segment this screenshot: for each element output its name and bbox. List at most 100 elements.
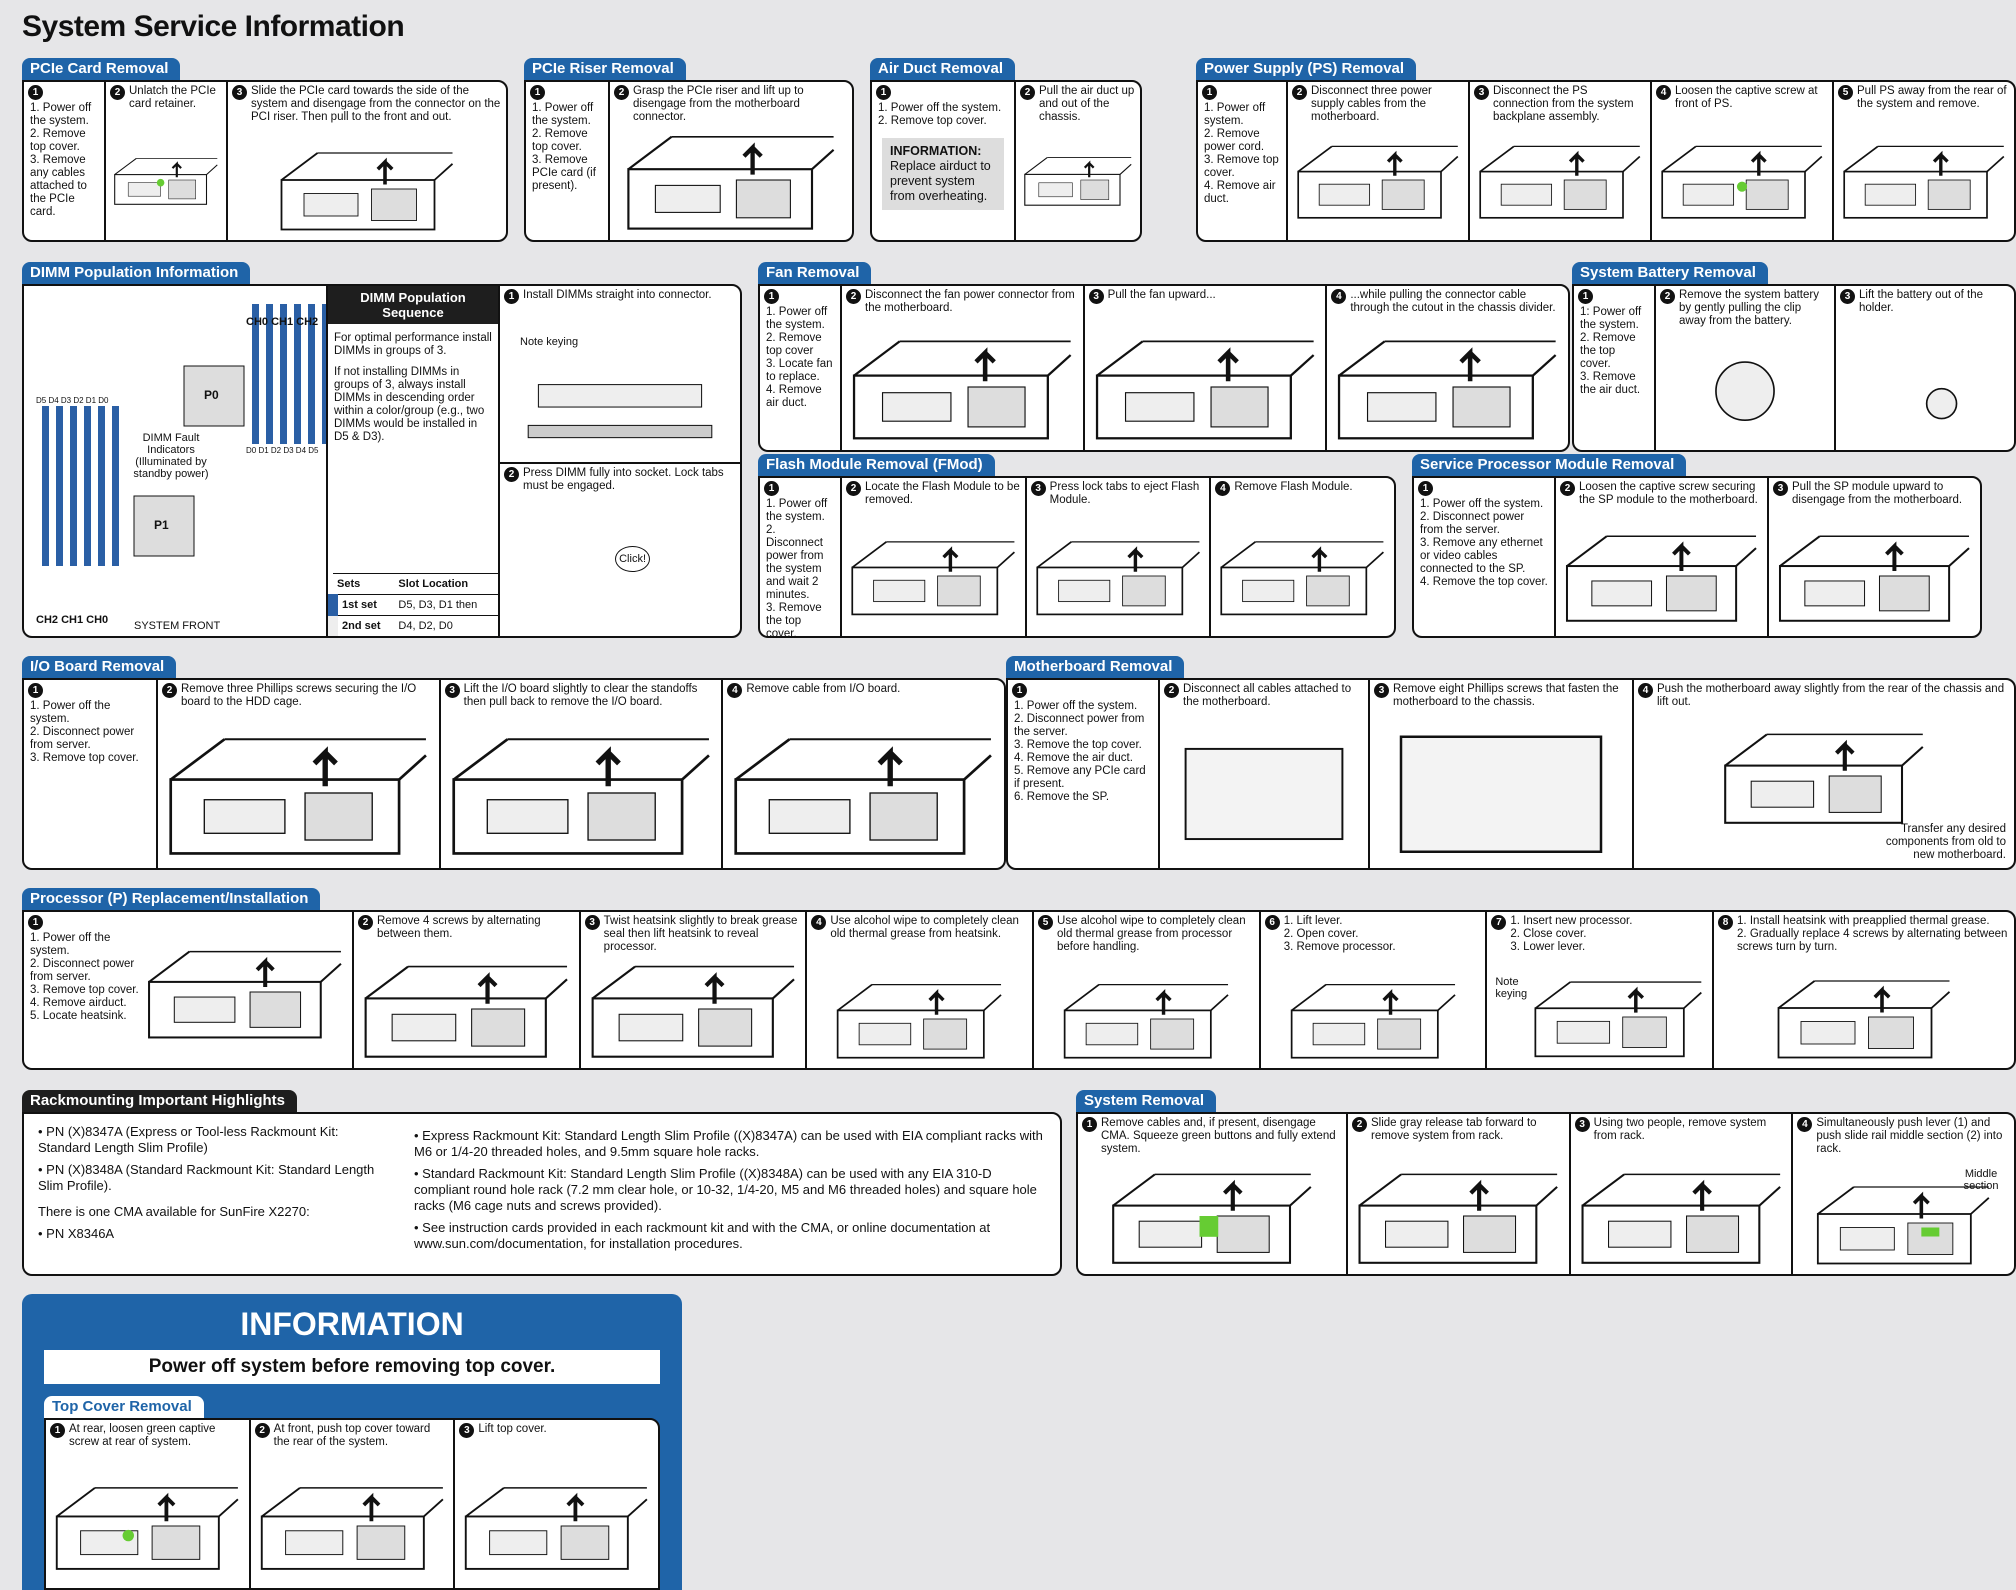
step-number: 3 (459, 1423, 475, 1438)
dimm-insert-illustration (506, 354, 734, 456)
step-text: Pull PS away from the rear of the system… (1857, 85, 2007, 110)
step-number: 2 (846, 481, 861, 496)
battery-removal: System Battery Removal 1 1: Power off th… (1572, 262, 2016, 452)
step-text: Remove cables and, if present, disengage… (1101, 1117, 1336, 1155)
step-text: Slide gray release tab forward to remove… (1371, 1117, 1537, 1142)
step-number: 1 (1418, 481, 1433, 496)
step-text: At rear, loosen green captive screw at r… (69, 1423, 216, 1448)
step-text: Pull the fan upward... (1107, 289, 1216, 301)
step-number: 2 (110, 85, 125, 100)
step-text: Disconnect all cables attached to the mo… (1183, 683, 1352, 708)
step-number: 3 (232, 85, 247, 100)
step-number: 8 (1718, 915, 1734, 930)
step-number: 2 (1020, 85, 1035, 100)
step-number: 1 (28, 915, 43, 930)
mb-screws-illustration (1376, 724, 1626, 862)
battery-title: System Battery Removal (1572, 262, 1768, 284)
step-text: Using two people, remove system from rac… (1593, 1117, 1767, 1142)
step-text: 1. Power off the system. 2. Disconnect p… (30, 932, 139, 1022)
step-number: 2 (358, 915, 373, 930)
transfer-note: Transfer any desired components from old… (1885, 823, 2006, 861)
system-removal-title: System Removal (1076, 1090, 1217, 1112)
slots-left: D5 D4 D3 D2 D1 D0 (36, 396, 109, 405)
step-text: Unlatch the PCIe card retainer. (129, 85, 216, 110)
step-number: 2 (162, 683, 177, 698)
step-text: ...while pulling the connector cable thr… (1350, 289, 1556, 314)
pcie-riser-title: PCIe Riser Removal (524, 58, 686, 80)
step-number: 3 (1773, 481, 1788, 496)
step-text: Disconnect the PS connection from the sy… (1493, 85, 1634, 123)
power-supply-removal: Power Supply (PS) Removal 1 1. Power off… (1196, 58, 2016, 242)
slots-right: D0 D1 D2 D3 D4 D5 (246, 446, 319, 455)
io-board-removal: I/O Board Removal 1 1. Power off the sys… (22, 656, 1006, 870)
battery-clip-illustration (1662, 330, 1828, 444)
pcie-card-step-2: 2 Unlatch the PCIe card retainer. (106, 82, 228, 240)
motherboard-title: Motherboard Removal (1006, 656, 1185, 678)
pcie-riser-illustration (616, 126, 846, 234)
step-number: 4 (1638, 683, 1653, 698)
table-header: Sets (333, 573, 395, 595)
sysrem-rail-illustration (1799, 1178, 2008, 1268)
fan-step-1: 1 1. Power off the system. 2. Remove top… (760, 286, 842, 450)
mb-step-1: 1 1. Power off the system. 2. Disconnect… (1008, 680, 1160, 868)
step-number: 3 (1374, 683, 1389, 698)
sysrem-tab-illustration (1354, 1164, 1563, 1268)
step-text: Loosen the captive screw securing the SP… (1579, 481, 1758, 506)
fan-title: Fan Removal (758, 262, 872, 284)
step-number: 1 (1082, 1117, 1097, 1132)
step-text: Lift the battery out of the holder. (1859, 289, 1984, 314)
step-number: 2 (504, 467, 519, 482)
ps-step-1: 1 1. Power off system. 2. Remove power c… (1198, 82, 1288, 240)
system-removal: System Removal 1 Remove cables and, if pr… (1076, 1090, 2016, 1276)
fan-removal: Fan Removal 1 1. Power off the system. 2… (758, 262, 1570, 452)
cpu-insert-illustration (1531, 972, 1706, 1062)
dimm-population: DIMM Population Information CH0 CH1 CH2 … (22, 262, 742, 638)
pcie-riser-removal: PCIe Riser Removal 1 1. Power off the sy… (524, 58, 854, 242)
step-text: Press lock tabs to eject Flash Module. (1049, 481, 1200, 506)
channels-bottom: CH2 CH1 CH0 (36, 614, 108, 626)
io-step-2: 2 Remove three Phillips screws securing t… (158, 680, 441, 868)
list-item: There is one CMA available for SunFire X… (38, 1204, 310, 1219)
pcie-riser-step-1: 1 1. Power off the system. 2. Remove top… (526, 82, 610, 240)
step-number: 1 (28, 85, 43, 100)
cpu-clean-processor-illustration (1040, 976, 1253, 1062)
sysrem-step-1: 1 Remove cables and, if present, disengag… (1078, 1114, 1348, 1274)
step-text: 1. Insert new processor. 2. Close cover.… (1510, 915, 1633, 953)
battery-step-3: 3 Lift the battery out of the holder. (1836, 286, 2014, 450)
step-text: Remove Flash Module. (1234, 481, 1353, 493)
cpu-heatsink-illustration (587, 956, 800, 1062)
cpu-screws-illustration (360, 956, 573, 1062)
step-number: 3 (1840, 289, 1855, 304)
step-text: Twist heatsink slightly to break grease … (603, 915, 798, 953)
cpu-lever-illustration (1267, 976, 1480, 1062)
step-text: Remove three Phillips screws securing th… (181, 683, 417, 708)
fault-indicator-label: DIMM Fault Indicators (Illuminated by st… (133, 432, 209, 480)
flash-remove-illustration (1217, 522, 1388, 630)
table-cell: D5, D3, D1 then (394, 594, 498, 616)
sp-title: Service Processor Module Removal (1412, 454, 1687, 476)
list-item: • Standard Rackmount Kit: Standard Lengt… (414, 1166, 1037, 1213)
processor-replacement: Processor (P) Replacement/Installation 1… (22, 888, 2016, 1070)
ps-pull-illustration (1840, 126, 2008, 234)
step-text: 1. Power off the system. 2. Remove top c… (766, 306, 833, 409)
middle-section-label: Middle section (1963, 1168, 1999, 1192)
